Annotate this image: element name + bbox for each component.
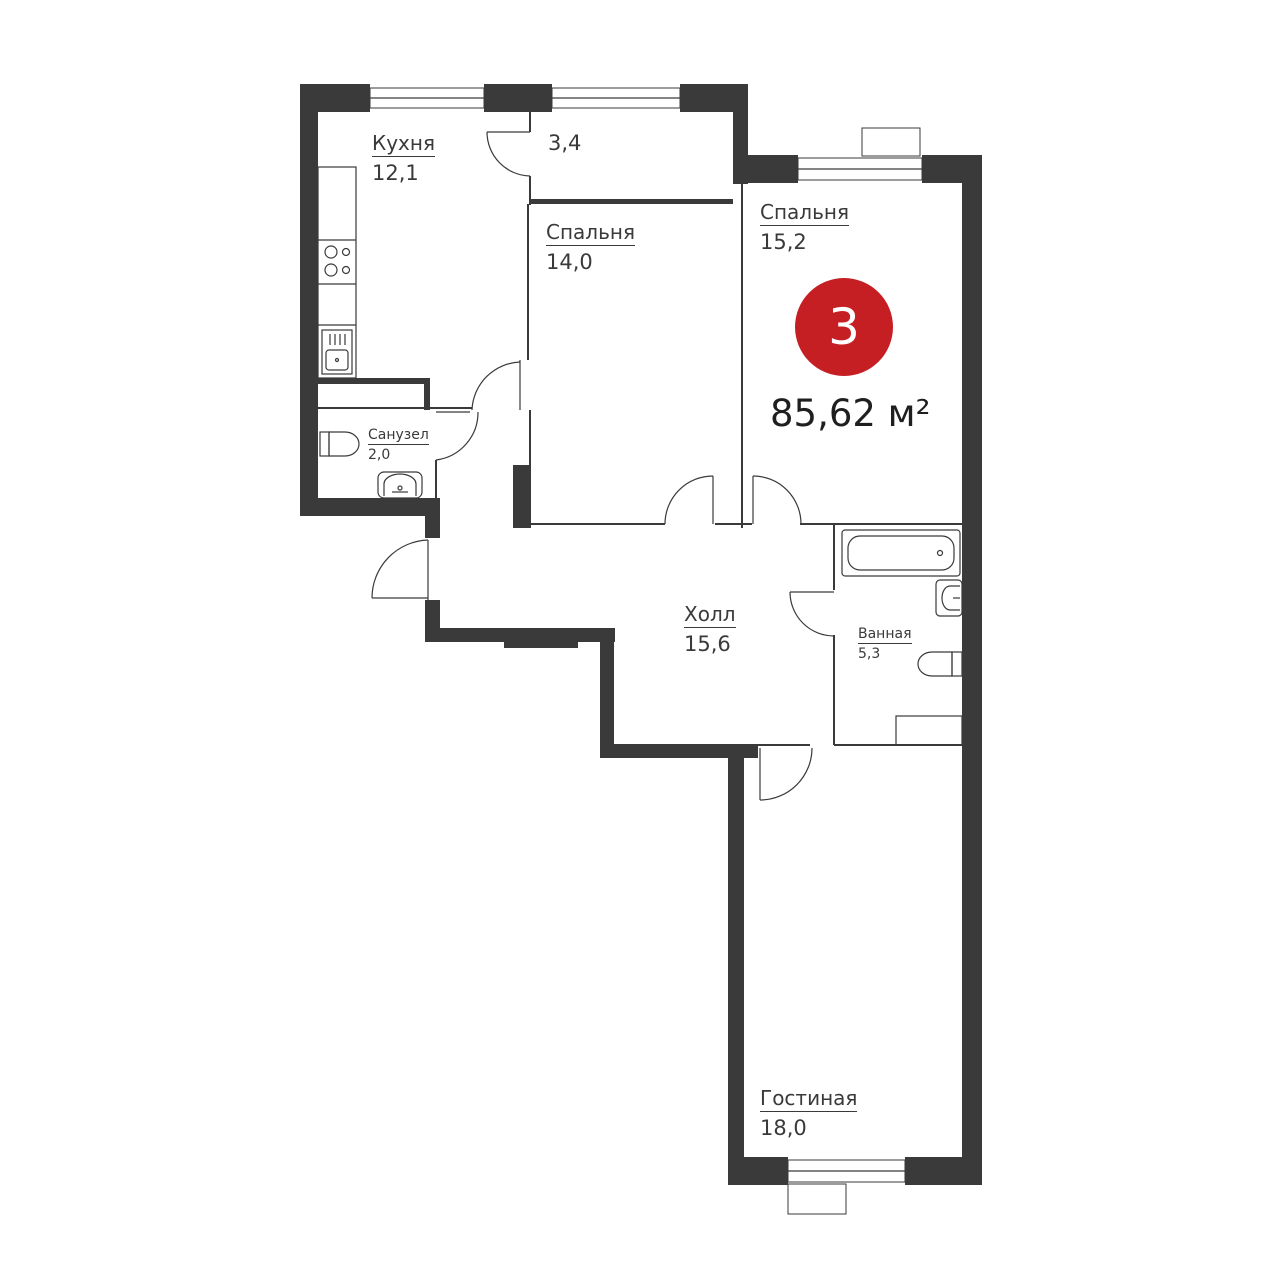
room-count-badge: 3 [795,278,893,376]
room-area: 15,2 [760,230,807,254]
room-label-bedroom1: Спальня 14,0 [546,222,635,273]
room-name: Спальня [760,200,849,226]
room-label-living: Гостиная 18,0 [760,1086,858,1140]
room-name: Спальня [546,220,635,246]
room-area: 14,0 [546,250,593,274]
room-area: 12,1 [372,161,419,185]
kitchen-counter [317,166,357,379]
door-swing-icon [371,131,835,801]
room-name: Гостиная [760,1086,858,1112]
room-area: 15,6 [684,632,731,656]
room-label-hall: Холл 15,6 [684,604,736,655]
room-label-wc: Санузел 2,0 [368,426,429,462]
exterior-walls [300,84,982,1185]
room-name: Холл [684,602,736,628]
room-label-bedroom2: Спальня 15,2 [760,202,849,253]
toilet-icon [319,431,360,457]
room-area: 3,4 [548,131,582,155]
room-label-bathroom: Ванная 5,3 [858,625,912,661]
room-area: 2,0 [368,447,391,463]
toilet-icon [917,651,963,677]
washbasin-icon [377,471,423,499]
room-name: Кухня [372,131,435,157]
stove-icon [318,239,356,285]
bathtub-icon [841,529,961,577]
room-label-storage: 3,4 [548,133,581,154]
room-label-kitchen: Кухня 12,1 [372,133,435,184]
total-area: 85,62 м² [770,392,931,435]
room-name: Санузел [368,427,429,445]
room-area: 5,3 [858,646,881,662]
window-icon [369,87,923,1215]
kitchen-sink-icon [318,324,356,375]
interior-walls [318,112,963,746]
room-name: Ванная [858,626,912,644]
room-area: 18,0 [760,1116,807,1140]
washbasin-icon [935,579,963,617]
